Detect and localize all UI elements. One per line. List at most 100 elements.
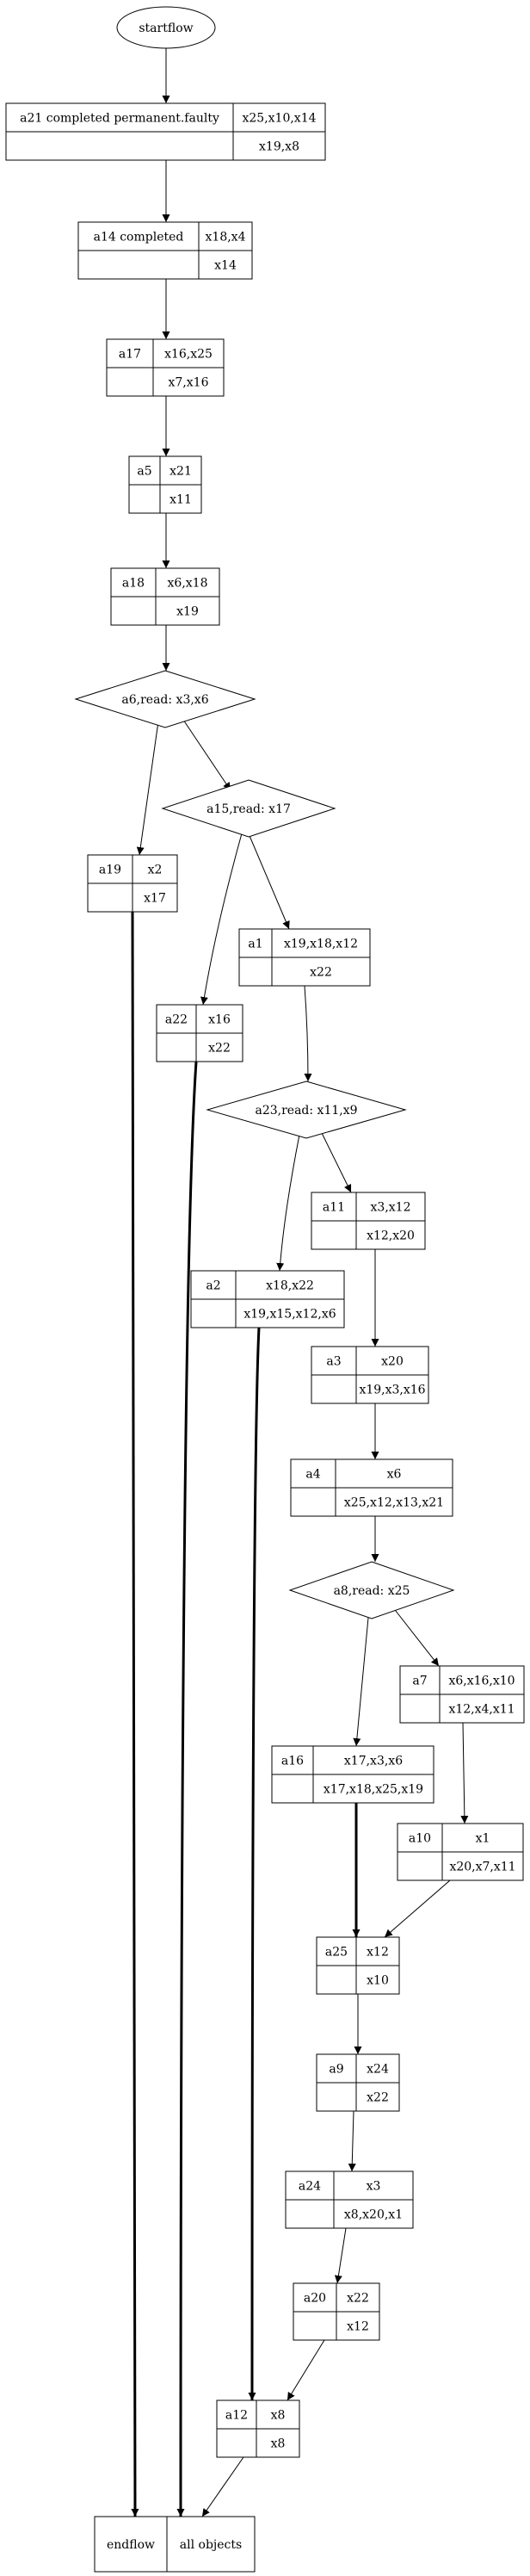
end-box [94,2516,256,2573]
node-a2[interactable]: a2 x18,x22 x19,x15,x12,x6 [190,1270,345,1328]
node-reads: x17,x3,x6 [344,1755,403,1768]
start-ellipse [116,6,216,49]
node-writes: x17 [144,892,166,906]
decision-a23[interactable]: a23,read: x11,x9 [206,1081,407,1139]
node-name: a9 [329,2063,343,2077]
node-a7[interactable]: a7 x6,x16,x10 x12,x4,x11 [399,1665,525,1724]
edge-a6-a19 [136,721,159,856]
start-label: startflow [139,22,193,35]
node-reads: x16,x25 [164,348,213,362]
decision-diamond [161,779,336,838]
node-writes: x19,x15,x12,x6 [243,1308,336,1322]
decision-a6[interactable]: a6,read: x3,x6 [74,670,256,728]
node-reads: x2 [148,864,163,877]
node-writes: x12,x20 [367,1229,415,1243]
node-reads: x3,x12 [371,1201,411,1215]
decision-label: a23,read: x11,x9 [255,1104,357,1118]
start-node[interactable]: startflow [116,6,216,49]
node-name: a11 [323,1201,345,1215]
node-reads: x25,x10,x14 [242,112,316,126]
decision-a8[interactable]: a8,read: x25 [288,1561,455,1619]
decision-diamond [74,670,256,728]
edge-a6-a15 [182,719,231,791]
node-name: a25 [325,1946,348,1960]
node-name: a22 [165,1013,188,1027]
node-writes: x10 [367,1974,389,1988]
node-reads: x18,x4 [206,231,246,245]
node-reads: x21 [169,465,192,479]
node-writes: x14 [214,259,237,273]
decision-label: a8,read: x25 [334,1584,410,1598]
edge-a7-a10 [460,1722,469,1824]
node-reads: x6,x18 [168,577,208,591]
edge-a9-a24 [348,2110,356,2172]
node-reads: x6 [387,1468,402,1482]
node-writes: x17,x18,x25,x19 [324,1783,423,1797]
node-a9[interactable]: a9 x24 x22 [316,2053,400,2112]
node-reads: x1 [476,1832,490,1846]
node-reads: x8 [271,2409,286,2423]
node-a16[interactable]: a16 x17,x3,x6 x17,x18,x25,x19 [271,1745,434,1804]
node-writes: x19,x3,x16 [359,1384,425,1397]
decision-label: a15,read: x17 [206,802,291,816]
node-name: a10 [409,1832,431,1846]
node-reads: x19,x18,x12 [284,938,358,951]
node-name: a3 [326,1355,341,1369]
edge-a23-a2 [276,1134,300,1272]
node-writes: x19,x8 [259,140,299,154]
edge-a10-a25 [384,1879,451,1938]
end-label: all objects [180,2538,242,2552]
node-name: a19 [99,864,121,877]
node-writes: x7,x16 [169,376,209,390]
node-writes: x19 [176,605,199,619]
node-reads: x6,x16,x10 [448,1675,515,1688]
edge-a15-a1 [247,831,290,930]
node-writes: x12,x4,x11 [448,1703,515,1717]
node-name: a5 [137,465,151,479]
node-a14[interactable]: a14 completed x18,x4 x14 [77,221,253,280]
node-writes: x8 [271,2437,286,2451]
node-name: a18 [122,577,145,591]
node-writes: x22 [367,2091,389,2105]
decision-diamond [206,1081,407,1139]
node-reads: x12 [367,1946,389,1960]
node-a25[interactable]: a25 x12 x10 [316,1936,400,1995]
node-name: a12 [225,2409,248,2423]
edge-a20-a12 [287,2339,325,2401]
edge-a23-a11 [321,1132,352,1193]
edge-a1-a23 [304,985,312,1082]
node-name: a2 [206,1279,220,1293]
node-a11[interactable]: a11 x3,x12 x12,x20 [311,1192,426,1250]
node-name: a16 [281,1755,304,1768]
decision-label: a6,read: x3,x6 [121,693,208,707]
node-a19[interactable]: a19 x2 x17 [87,854,178,913]
decision-a15[interactable]: a15,read: x17 [161,779,336,838]
node-a18[interactable]: a18 x6,x18 x19 [110,567,220,626]
node-name: a14 completed [94,231,184,245]
node-reads: x18,x22 [266,1279,314,1293]
edge-a8-a7 [391,1606,440,1667]
node-reads: x24 [367,2063,389,2077]
edge-a15-a22 [200,833,243,1006]
node-name: a1 [248,938,262,951]
edge-a22-end [176,1061,198,2517]
node-a12[interactable]: a12 x8 x8 [216,2400,300,2458]
decision-diamond [288,1561,455,1619]
node-reads: x3 [367,2180,381,2194]
node-name: a4 [305,1468,320,1482]
node-reads: x22 [347,2292,369,2306]
node-writes: x22 [208,1042,231,1056]
node-name: a7 [412,1675,427,1688]
